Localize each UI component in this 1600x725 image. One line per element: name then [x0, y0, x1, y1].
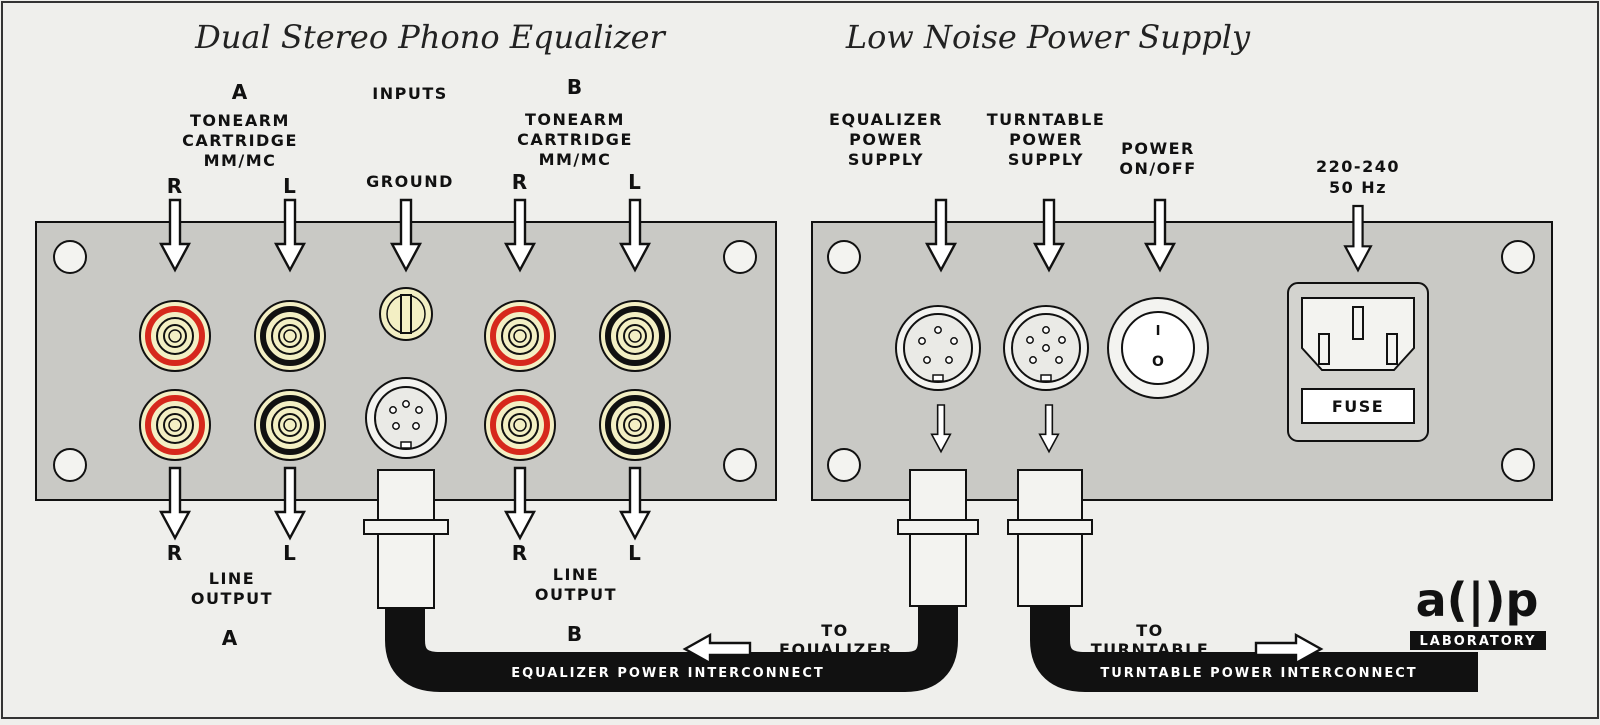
output-group-a-label: A	[222, 626, 238, 650]
mounting-hole	[827, 240, 861, 274]
channel-r-label: R	[167, 541, 183, 565]
rca-jack-b-r-input[interactable]	[484, 300, 556, 372]
switch-off-mark: O	[1152, 354, 1164, 370]
rca-jack-a-r-input[interactable]	[139, 300, 211, 372]
equalizer-power-cable: EQUALIZER POWER INTERCONNECT	[385, 598, 958, 692]
title-power-supply: Low Noise Power Supply	[845, 18, 1251, 56]
fuse-drawer[interactable]	[1301, 388, 1415, 424]
mounting-hole	[1501, 448, 1535, 482]
power-supply-panel: I O FUSE	[811, 221, 1553, 501]
channel-l-label: L	[628, 170, 642, 194]
to-equalizer-line2: EQUALIZER	[779, 640, 893, 659]
tt-supply-line2: POWER	[1009, 130, 1083, 149]
inputs-label: INPUTS	[372, 84, 448, 103]
tonearm-b-line2: CARTRIDGE	[517, 130, 633, 149]
mounting-hole	[723, 448, 757, 482]
mounting-hole	[53, 448, 87, 482]
mains-frequency-label: 50 Hz	[1329, 178, 1387, 197]
tonearm-b-line1: TONEARM	[525, 110, 625, 129]
ground-terminal[interactable]	[379, 287, 433, 341]
equalizer-interconnect-label: EQUALIZER POWER INTERCONNECT	[511, 666, 825, 681]
output-group-b-label: B	[567, 622, 583, 646]
group-a-label: A	[232, 80, 248, 104]
rca-jack-b-l-input[interactable]	[599, 300, 671, 372]
line-output-a-line2: OUTPUT	[191, 589, 273, 608]
tt-supply-line1: TURNTABLE	[987, 110, 1106, 129]
equalizer-din-plug	[363, 469, 449, 609]
eq-supply-line3: SUPPLY	[848, 150, 924, 169]
mounting-hole	[1501, 240, 1535, 274]
channel-l-label: L	[283, 541, 297, 565]
inlet-pin	[1352, 306, 1364, 340]
din-power-socket[interactable]	[365, 377, 447, 459]
turntable-interconnect-label: TURNTABLE POWER INTERCONNECT	[1100, 666, 1417, 681]
channel-l-label: L	[628, 541, 642, 565]
channel-r-label: R	[167, 174, 183, 198]
rca-jack-b-r-output[interactable]	[484, 389, 556, 461]
channel-l-label: L	[283, 174, 297, 198]
turntable-power-cable: TURNTABLE POWER INTERCONNECT	[1030, 598, 1478, 692]
ground-label: GROUND	[366, 172, 454, 191]
to-equalizer-line1: TO	[821, 621, 849, 640]
line-output-b-line1: LINE	[553, 565, 599, 584]
inlet-pin	[1386, 333, 1398, 365]
tonearm-a-line3: MM/MC	[204, 151, 277, 170]
mounting-hole	[723, 240, 757, 274]
rca-jack-b-l-output[interactable]	[599, 389, 671, 461]
channel-r-label: R	[512, 170, 528, 194]
channel-r-label: R	[512, 541, 528, 565]
to-turntable-line1: TO	[1136, 621, 1164, 640]
inlet-pin	[1318, 333, 1330, 365]
equalizer-supply-plug	[897, 469, 979, 607]
turntable-supply-plug	[1007, 469, 1093, 607]
rca-jack-a-r-output[interactable]	[139, 389, 211, 461]
eq-supply-line2: POWER	[849, 130, 923, 149]
rca-jack-a-l-output[interactable]	[254, 389, 326, 461]
logo-mark: a(|)p	[1416, 573, 1539, 628]
logo-bar	[1410, 631, 1546, 650]
mounting-hole	[827, 448, 861, 482]
rca-jack-a-l-input[interactable]	[254, 300, 326, 372]
power-switch[interactable]: I O	[1107, 297, 1209, 399]
switch-on-mark: I	[1156, 324, 1161, 339]
group-b-label: B	[567, 75, 583, 99]
power-switch-line2: ON/OFF	[1119, 159, 1196, 178]
to-turntable-line2: TURNTABLE	[1091, 640, 1210, 659]
turntable-supply-socket[interactable]	[1003, 305, 1089, 391]
power-switch-line1: POWER	[1121, 139, 1195, 158]
tonearm-a-line1: TONEARM	[190, 111, 290, 130]
line-output-b-line2: OUTPUT	[535, 585, 617, 604]
equalizer-panel	[35, 221, 777, 501]
alp-laboratory-logo: a(|)p LABORATORY	[1410, 573, 1546, 650]
mains-inlet[interactable]: FUSE	[1287, 282, 1429, 442]
equalizer-supply-socket[interactable]	[895, 305, 981, 391]
tonearm-b-line3: MM/MC	[539, 150, 612, 169]
tt-supply-line3: SUPPLY	[1008, 150, 1084, 169]
logo-laboratory-label: LABORATORY	[1420, 634, 1537, 649]
tonearm-a-line2: CARTRIDGE	[182, 131, 298, 150]
title-phono-equalizer: Dual Stereo Phono Equalizer	[194, 18, 666, 56]
line-output-a-line1: LINE	[209, 569, 255, 588]
fuse-label: FUSE	[1332, 397, 1384, 416]
mains-voltage-label: 220-240	[1316, 157, 1400, 176]
mounting-hole	[53, 240, 87, 274]
eq-supply-line1: EQUALIZER	[829, 110, 943, 129]
